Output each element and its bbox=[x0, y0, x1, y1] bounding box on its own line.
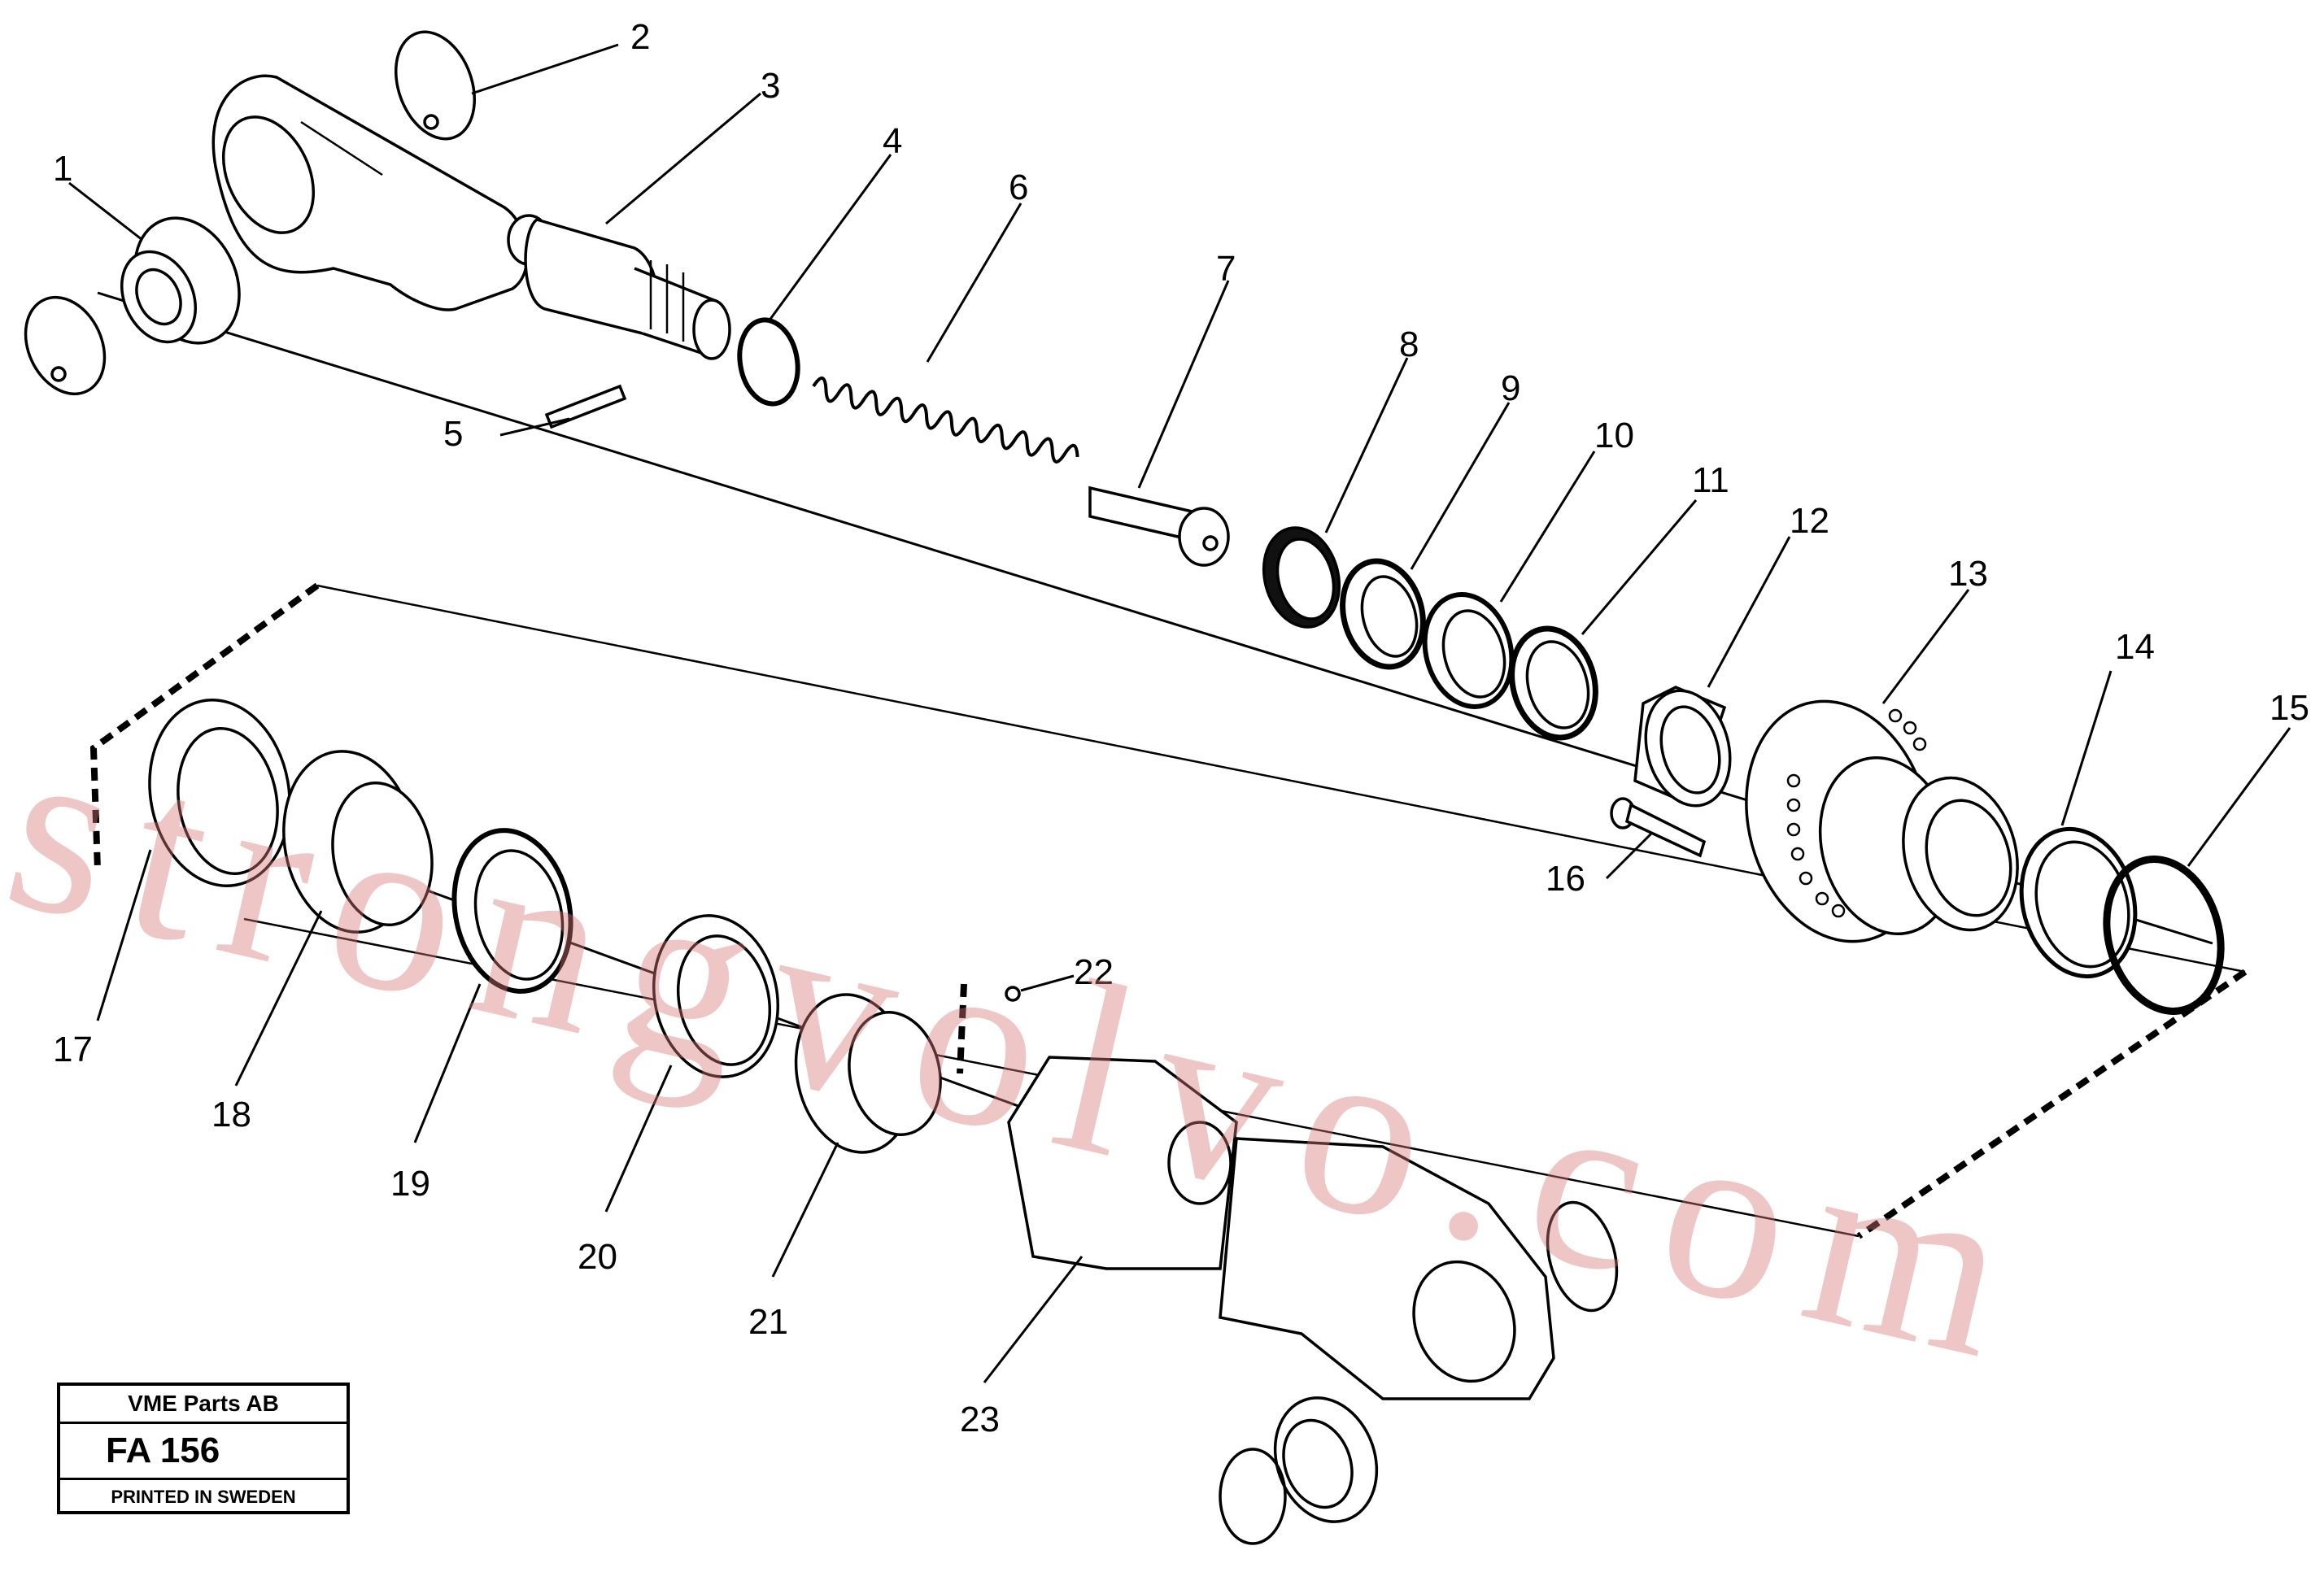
callout-3: 3 bbox=[761, 66, 780, 106]
seal-19-inner bbox=[473, 849, 565, 981]
circlip-top bbox=[394, 30, 477, 141]
callout-7: 7 bbox=[1216, 249, 1236, 289]
callout-1: 1 bbox=[53, 149, 72, 189]
callout-15: 15 bbox=[2269, 688, 2309, 728]
bearing-lower-inner bbox=[1282, 1418, 1354, 1509]
snap-ring bbox=[2103, 856, 2225, 1015]
piston-17-inner bbox=[177, 727, 279, 875]
callout-11: 11 bbox=[1692, 460, 1729, 500]
circlip-lower-right bbox=[1546, 1200, 1619, 1313]
dashed-enclosure-right bbox=[1856, 969, 2248, 1239]
callout-14: 14 bbox=[2115, 627, 2155, 667]
callout-20: 20 bbox=[578, 1237, 617, 1277]
seal-8-inner bbox=[1275, 538, 1336, 621]
rod-eye bbox=[211, 74, 551, 311]
piston-rod bbox=[524, 218, 731, 360]
bushing bbox=[1633, 686, 1732, 808]
callout-17: 17 bbox=[53, 1030, 93, 1069]
bolt bbox=[1610, 797, 1707, 858]
figure-code: FA 156 bbox=[60, 1424, 347, 1480]
printed-in: PRINTED IN SWEDEN bbox=[111, 1487, 296, 1507]
callout-23: 23 bbox=[960, 1400, 1000, 1439]
valve-stem bbox=[1088, 486, 1230, 567]
company-name: VME Parts AB bbox=[60, 1386, 347, 1424]
dashed-enclosure-inner bbox=[957, 983, 967, 1074]
callout-9: 9 bbox=[1501, 368, 1520, 408]
bearing-left bbox=[120, 216, 241, 345]
callout-8: 8 bbox=[1399, 324, 1419, 364]
callout-21: 21 bbox=[748, 1302, 788, 1342]
callout-5: 5 bbox=[443, 414, 463, 454]
callout-labels: 1 2 3 4 5 6 7 8 9 10 11 12 13 14 15 16 1… bbox=[53, 17, 2309, 1439]
sleeve-20-inner bbox=[676, 934, 772, 1066]
dashed-enclosure bbox=[89, 582, 320, 871]
callout-13: 13 bbox=[1948, 554, 1988, 594]
callout-10: 10 bbox=[1594, 416, 1634, 455]
seal-9-inner bbox=[1360, 575, 1419, 658]
callout-19: 19 bbox=[390, 1164, 430, 1204]
circlip-lower-left bbox=[1219, 1448, 1287, 1545]
callout-6: 6 bbox=[1009, 168, 1028, 207]
seal-10-inner bbox=[1441, 609, 1506, 699]
nut-21-inner bbox=[848, 1011, 942, 1136]
seal-11-inner bbox=[1525, 640, 1590, 729]
leader-lines bbox=[68, 43, 2291, 1383]
spring bbox=[812, 376, 1079, 464]
set-screw bbox=[1005, 986, 1021, 1002]
cylinder-head bbox=[1745, 699, 2019, 943]
piston-18-inner bbox=[331, 781, 434, 927]
callout-22: 22 bbox=[1074, 952, 1114, 992]
title-block: VME Parts AB FA 156 PRINTED IN SWEDEN bbox=[57, 1383, 350, 1514]
callout-16: 16 bbox=[1546, 859, 1585, 899]
circlip-left bbox=[24, 295, 107, 396]
callout-18: 18 bbox=[211, 1095, 251, 1134]
callout-4: 4 bbox=[883, 121, 902, 161]
cylinder-tube bbox=[1007, 1056, 1555, 1400]
callout-12: 12 bbox=[1790, 501, 1829, 541]
o-ring bbox=[737, 317, 800, 407]
callout-2: 2 bbox=[630, 17, 650, 57]
